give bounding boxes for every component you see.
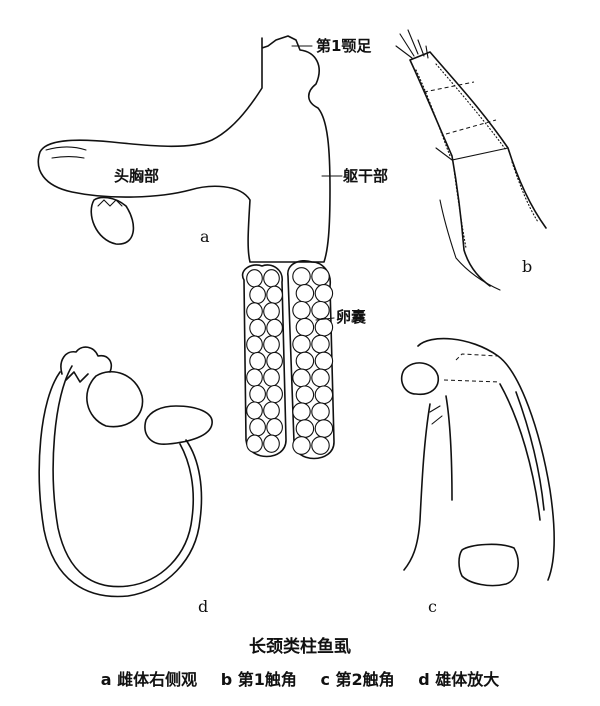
label-trunk: 躯干部 xyxy=(342,167,388,185)
antenna-segment-outline xyxy=(409,51,547,287)
egg xyxy=(292,436,311,455)
figure-caption-title: 长颈类柱鱼虱 xyxy=(249,637,351,657)
panel-letter-a: a xyxy=(200,227,210,246)
egg xyxy=(263,401,280,420)
ventral-lobe xyxy=(90,196,135,245)
egg xyxy=(266,418,283,437)
legend-item-b: b 第1触角 xyxy=(220,670,297,689)
egg xyxy=(266,318,283,338)
female-body-outline xyxy=(37,35,331,263)
egg xyxy=(314,385,334,405)
antenna-stipple xyxy=(415,63,539,249)
egg xyxy=(246,401,263,420)
egg xyxy=(292,402,311,422)
egg xyxy=(249,418,266,437)
egg xyxy=(249,384,266,404)
egg xyxy=(246,335,263,354)
egg xyxy=(311,368,330,388)
egg xyxy=(266,285,283,304)
male-maxilliped xyxy=(144,405,213,445)
panel-letter-d: d xyxy=(198,597,208,616)
figure-caption-legend: a 雌体右侧观 b 第1触角 c 第2触角 d 雄体放大 xyxy=(0,666,600,690)
egg xyxy=(311,267,330,286)
panel-c-second-antenna xyxy=(400,337,556,587)
panel-letter-b: b xyxy=(522,257,532,276)
label-egg-sac: 卵囊 xyxy=(336,308,367,326)
egg xyxy=(314,284,334,303)
egg xyxy=(249,285,266,304)
egg xyxy=(311,300,330,320)
panel-a-female-lateral xyxy=(37,35,343,460)
panel-b-first-antenna xyxy=(395,29,547,291)
egg xyxy=(295,385,315,405)
egg xyxy=(292,368,311,388)
egg xyxy=(292,267,311,286)
egg-sac-pointer xyxy=(315,317,335,321)
panel-letter-c: c xyxy=(428,597,437,616)
second-antenna-lower-segment xyxy=(458,543,519,587)
egg xyxy=(246,434,263,453)
panel-d-male-enlarged xyxy=(38,346,213,598)
male-head-lobe xyxy=(86,371,144,428)
egg xyxy=(263,335,280,354)
egg xyxy=(246,368,263,387)
egg xyxy=(311,436,330,455)
egg xyxy=(295,284,315,303)
egg xyxy=(292,334,311,354)
egg xyxy=(314,351,334,371)
second-antenna-inner-rod xyxy=(499,383,545,521)
male-body-outline xyxy=(38,365,203,598)
legend-item-c: c 第2触角 xyxy=(320,670,395,689)
egg xyxy=(314,419,334,438)
egg xyxy=(263,368,280,387)
egg xyxy=(249,351,266,371)
egg xyxy=(266,351,283,371)
egg xyxy=(266,384,283,404)
egg xyxy=(246,302,263,321)
egg xyxy=(263,302,280,321)
egg xyxy=(295,351,315,371)
egg-sac-left xyxy=(241,264,287,458)
label-cephalothorax: 头胸部 xyxy=(114,167,159,185)
egg xyxy=(246,269,263,288)
egg xyxy=(249,318,266,338)
antenna-setae xyxy=(395,29,429,59)
egg-sac-right xyxy=(287,260,335,460)
legend-item-d: d 雄体放大 xyxy=(418,670,500,689)
egg xyxy=(292,300,311,320)
male-antenna-cluster xyxy=(60,346,113,383)
legend-item-a: a 雌体右侧观 xyxy=(100,670,198,689)
second-antenna-outline xyxy=(403,337,556,581)
egg xyxy=(311,402,330,422)
mouth-detail xyxy=(45,146,87,159)
egg xyxy=(295,317,315,337)
second-antenna-claw xyxy=(400,362,440,396)
label-maxilliped: 第1颚足 xyxy=(316,37,372,55)
egg xyxy=(295,419,315,438)
egg xyxy=(314,317,334,337)
egg xyxy=(311,334,330,354)
egg xyxy=(263,269,280,288)
egg xyxy=(263,434,280,453)
